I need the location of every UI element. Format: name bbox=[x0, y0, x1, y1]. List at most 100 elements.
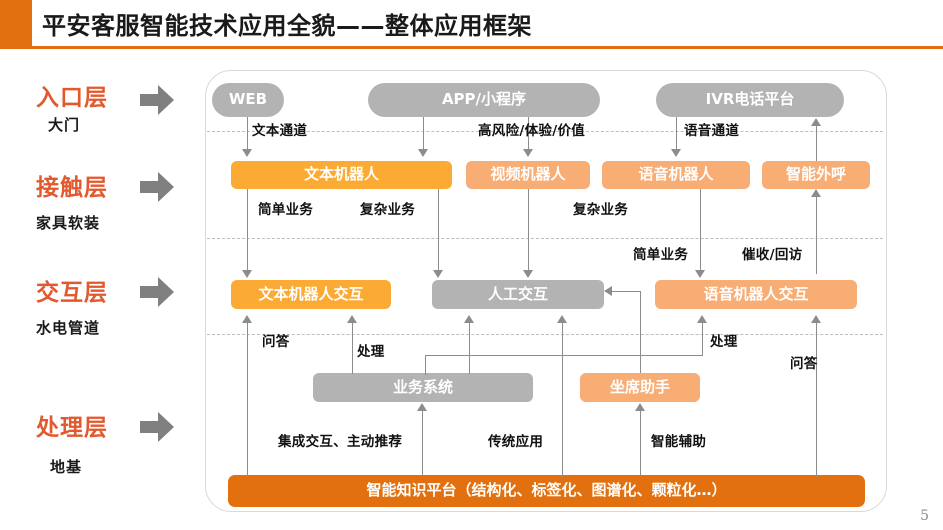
edge-label-complex-biz-1: 复杂业务 bbox=[360, 202, 416, 218]
node-ivr[interactable]: IVR电话平台 bbox=[656, 83, 844, 117]
layer-sub: 家具软装 bbox=[36, 214, 101, 232]
node-agent-assist[interactable]: 坐席助手 bbox=[580, 373, 700, 402]
connector-voicebotix-to-outbound bbox=[816, 196, 817, 274]
connector-agentassist-elbow-vertical bbox=[640, 291, 641, 373]
edge-label-high-risk: 高风险/体验/价值 bbox=[478, 123, 586, 139]
edge-label-simple-biz-1: 简单业务 bbox=[258, 202, 314, 218]
node-label: 智能外呼 bbox=[785, 165, 846, 184]
arrowhead-down-icon bbox=[418, 149, 428, 157]
arrowhead-down-icon bbox=[695, 270, 705, 278]
arrowhead-up-icon bbox=[811, 189, 821, 197]
connector-agentassist-elbow-horizontal bbox=[612, 291, 641, 292]
node-human-ix[interactable]: 人工交互 bbox=[432, 280, 604, 309]
node-label: WEB bbox=[228, 90, 268, 109]
connector-bizsystem-elbow-horizontal bbox=[425, 355, 702, 356]
layer-sub: 大门 bbox=[48, 116, 81, 134]
page-title: 平安客服智能技术应用全貌——整体应用框架 bbox=[42, 12, 532, 40]
arrowhead-down-icon bbox=[242, 270, 252, 278]
arrowhead-up-icon bbox=[464, 315, 474, 323]
layer-name: 交互层 bbox=[36, 280, 108, 306]
node-voice-bot-ix[interactable]: 语音机器人交互 bbox=[655, 280, 857, 309]
edge-label-process-left: 处理 bbox=[357, 344, 385, 360]
connector-knowledge-to-humanix bbox=[562, 322, 563, 477]
right-arrow-icon bbox=[140, 412, 174, 442]
arrowhead-down-icon bbox=[242, 149, 252, 157]
connector-elbow-to-voicebotix bbox=[702, 322, 703, 356]
edge-label-text-channel: 文本通道 bbox=[252, 123, 308, 139]
edge-label-integrated-ix: 集成交互、主动推荐 bbox=[278, 434, 403, 450]
header-accent-block bbox=[0, 0, 32, 48]
connector-ivr-to-voicebot bbox=[676, 117, 677, 151]
arrowhead-up-icon bbox=[811, 315, 821, 323]
right-arrow-icon bbox=[140, 277, 174, 307]
arrowhead-up-icon bbox=[557, 315, 567, 323]
layer-sub: 水电管道 bbox=[36, 319, 101, 337]
edge-label-process-right: 处理 bbox=[710, 334, 738, 350]
edge-label-smart-assist: 智能辅助 bbox=[651, 434, 707, 450]
edge-label-qa-left: 问答 bbox=[262, 334, 290, 350]
arrowhead-down-icon bbox=[433, 270, 443, 278]
node-app[interactable]: APP/小程序 bbox=[368, 83, 600, 117]
arrowhead-up-icon bbox=[417, 403, 427, 411]
connector-outbound-to-ivr bbox=[816, 125, 817, 161]
header-rule bbox=[0, 46, 943, 49]
arrowhead-up-icon bbox=[242, 315, 252, 323]
connector-bizsystem-elbow-vertical bbox=[425, 355, 426, 375]
right-arrow-icon bbox=[140, 172, 174, 202]
node-biz-system[interactable]: 业务系统 bbox=[313, 373, 533, 402]
connector-voicebot-to-voicebotix bbox=[700, 189, 701, 272]
node-knowledge-platform[interactable]: 智能知识平台（结构化、标签化、图谱化、颗粒化…） bbox=[228, 475, 865, 507]
node-label: 语音机器人交互 bbox=[703, 284, 809, 303]
arrowhead-down-icon bbox=[523, 270, 533, 278]
layer-label-processing: 处理层 地基 bbox=[36, 408, 226, 477]
node-web[interactable]: WEB bbox=[212, 83, 284, 117]
edge-label-qa-right: 问答 bbox=[790, 356, 818, 372]
arrowhead-down-icon bbox=[671, 149, 681, 157]
framework-panel bbox=[205, 70, 887, 512]
node-label: 文本机器人交互 bbox=[258, 284, 364, 303]
divider-contact-interaction bbox=[207, 238, 883, 239]
node-text-bot-ix[interactable]: 文本机器人交互 bbox=[231, 280, 391, 309]
node-label: 文本机器人 bbox=[303, 165, 379, 184]
node-text-bot[interactable]: 文本机器人 bbox=[231, 161, 452, 189]
connector-bizsystem-to-humanix bbox=[469, 322, 470, 374]
arrowhead-left-icon bbox=[604, 286, 612, 296]
layer-name: 接触层 bbox=[36, 175, 108, 201]
node-voice-bot[interactable]: 语音机器人 bbox=[602, 161, 750, 189]
connector-knowledge-to-textbotix bbox=[247, 322, 248, 477]
divider-interaction-processing bbox=[207, 334, 883, 335]
arrowhead-up-icon bbox=[347, 315, 357, 323]
connector-textbot-to-textbotix bbox=[247, 189, 248, 272]
node-label: 语音机器人 bbox=[638, 165, 714, 184]
connector-knowledge-to-bizsystem bbox=[422, 410, 423, 475]
layer-sub: 地基 bbox=[50, 458, 83, 476]
node-label: 视频机器人 bbox=[490, 165, 566, 184]
node-label: 业务系统 bbox=[392, 377, 453, 396]
node-label: IVR电话平台 bbox=[705, 90, 795, 109]
node-label: APP/小程序 bbox=[441, 90, 527, 109]
node-label: 坐席助手 bbox=[609, 377, 670, 396]
connector-videobot-to-humanix bbox=[528, 189, 529, 272]
layer-label-entry: 入口层 大门 bbox=[36, 78, 226, 135]
connector-web-to-textbot bbox=[247, 117, 248, 151]
node-video-bot[interactable]: 视频机器人 bbox=[466, 161, 590, 189]
layer-name: 入口层 bbox=[36, 85, 108, 111]
connector-knowledge-to-voicebotix bbox=[816, 322, 817, 477]
right-arrow-icon bbox=[140, 85, 174, 115]
connector-app-to-textbot bbox=[423, 117, 424, 151]
edge-label-collection-revisit: 催收/回访 bbox=[742, 247, 803, 263]
arrowhead-up-icon bbox=[635, 403, 645, 411]
connector-textbot-to-humanix bbox=[438, 189, 439, 272]
edge-label-complex-biz-2: 复杂业务 bbox=[573, 202, 629, 218]
node-label: 人工交互 bbox=[487, 284, 548, 303]
layer-name: 处理层 bbox=[36, 415, 108, 441]
arrowhead-down-icon bbox=[523, 149, 533, 157]
connector-knowledge-to-agentassist bbox=[640, 410, 641, 475]
arrowhead-up-icon bbox=[811, 118, 821, 126]
connector-app-to-videobot bbox=[528, 117, 529, 151]
page-number: 5 bbox=[920, 508, 929, 524]
node-outbound[interactable]: 智能外呼 bbox=[762, 161, 870, 189]
edge-label-traditional-app: 传统应用 bbox=[488, 434, 544, 450]
edge-label-voice-channel: 语音通道 bbox=[684, 123, 740, 139]
